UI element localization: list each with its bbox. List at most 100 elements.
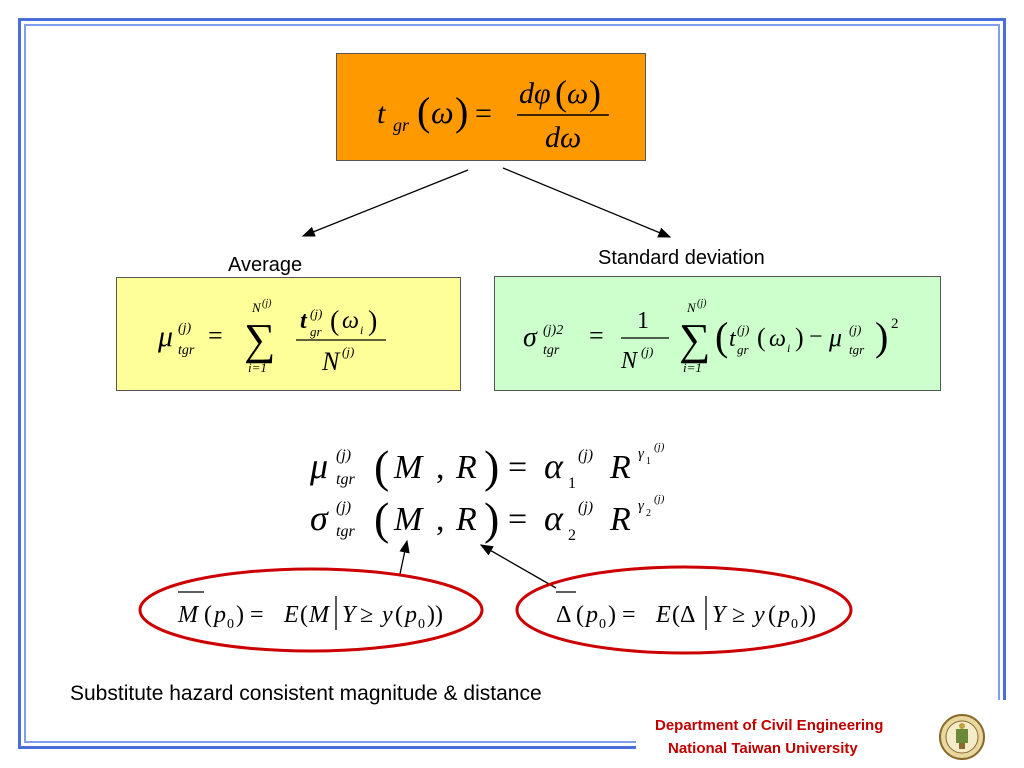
svg-text:(: ( [330,306,339,337]
svg-text:≥: ≥ [732,602,745,628]
svg-text:M: M [393,501,424,538]
std-formula: σ (j)2 tgr = 1 N (j) N (j) ∑ i=1 ( t (j)… [523,298,899,375]
svg-text:μ: μ [828,323,842,352]
arrow-to-average [301,169,469,237]
svg-text:(j): (j) [336,499,351,516]
svg-text:ω: ω [431,94,454,130]
svg-text:∑: ∑ [244,315,275,364]
svg-text:(: ( [576,602,584,628]
svg-text:α: α [544,446,564,486]
svg-text:(Δ: (Δ [672,602,695,628]
svg-text:tgr: tgr [849,342,865,357]
svg-text:p: p [584,602,598,628]
sigma-regression-equation: σ (j) tgr ( M , R ) = α 2 (j) R γ 2 (j) [310,493,665,544]
svg-text:μ: μ [157,320,173,353]
svg-text:E: E [283,602,299,628]
svg-text:tgr: tgr [543,343,560,358]
svg-text:R: R [609,501,631,538]
svg-text:2: 2 [891,316,899,332]
svg-text:μ: μ [309,446,328,486]
svg-text:0: 0 [418,617,425,632]
svg-text:(j): (j) [178,321,192,336]
svg-text:(: ( [417,89,430,134]
svg-text:(j): (j) [262,298,272,309]
svg-text:dφ: dφ [519,77,551,110]
slide-frame [18,18,1006,749]
svg-text:,: , [436,449,445,486]
svg-text:1: 1 [637,308,649,334]
svg-text:≥: ≥ [360,602,373,628]
svg-text:y: y [380,602,393,628]
svg-text:R: R [609,449,631,486]
svg-text:0: 0 [227,617,234,632]
svg-text:(j)2: (j)2 [543,323,563,338]
svg-text:(: ( [768,602,776,628]
svg-text:N: N [620,348,639,374]
svg-text:σ: σ [523,322,538,353]
svg-text:=: = [475,97,492,130]
svg-text:E: E [655,602,671,628]
svg-text:1: 1 [568,475,576,492]
svg-text:2: 2 [568,527,576,544]
magnitude-formula: M ( p 0 ) = E ( M Y ≥ y ( p 0 )) [177,591,443,632]
svg-text:=: = [208,321,223,350]
svg-text:=: = [589,321,604,350]
arrow-to-std [502,167,672,238]
svg-text:(j): (j) [578,447,593,464]
svg-text:2: 2 [646,508,651,519]
group-delay-formula: t gr ( ω ) = dφ ( ω ) dω [377,73,609,154]
svg-text:i: i [360,323,363,337]
frame-gap [636,738,936,758]
svg-text:p: p [403,602,417,628]
svg-text:dω: dω [545,121,581,154]
svg-text:∑: ∑ [679,315,710,364]
svg-text:(: ( [757,323,766,352]
svg-text:(j): (j) [641,344,653,359]
svg-text:(j): (j) [697,298,707,309]
svg-text:i=1: i=1 [683,360,702,375]
svg-text:N: N [686,300,697,315]
svg-text:Δ: Δ [556,602,571,628]
arrow-delta-to-eq [479,544,557,589]
svg-text:Y: Y [712,602,728,628]
svg-text:): ) [875,314,888,359]
svg-text:(j): (j) [849,322,861,337]
svg-text:t: t [729,326,737,352]
svg-text:y: y [752,602,765,628]
svg-text:): ) [368,306,377,337]
distance-ellipse [515,565,853,655]
svg-text:0: 0 [791,617,798,632]
svg-text:gr: gr [393,115,410,135]
svg-text:(j): (j) [578,499,593,516]
mu-regression-equation: μ (j) tgr ( M , R ) = α 1 (j) R γ 1 (j) [309,441,665,492]
svg-text:γ: γ [638,446,645,462]
svg-text:M: M [308,602,331,628]
average-label: Average [228,254,303,276]
svg-text:(: ( [204,602,212,628]
svg-text:): ) [795,323,804,352]
svg-text:R: R [455,501,477,538]
svg-text:tgr: tgr [178,343,195,358]
svg-text:,: , [436,501,445,538]
svg-text:gr: gr [310,324,323,339]
svg-text:α: α [544,498,564,538]
svg-text:ω: ω [342,308,359,334]
svg-text:(j): (j) [336,447,351,464]
mean-formula: μ (j) tgr = N (j) ∑ i=1 t (j) gr ( ω i )… [157,298,386,376]
svg-text:(: ( [555,73,567,113]
svg-text:0: 0 [599,617,606,632]
svg-text:σ: σ [310,498,329,538]
svg-text:) =: ) = [236,602,264,628]
svg-text:) =: ) = [608,602,636,628]
svg-text:(: ( [715,314,728,359]
svg-text:t: t [300,308,308,334]
svg-text:Y: Y [342,602,358,628]
svg-text:(: ( [374,493,389,544]
std-formula-box: σ (j)2 tgr = 1 N (j) N (j) ∑ i=1 ( t (j)… [494,276,941,391]
svg-text:(: ( [395,602,403,628]
svg-text:): ) [455,89,468,134]
svg-text:t: t [377,97,386,130]
svg-text:1: 1 [646,456,651,467]
distance-formula: Δ ( p 0 ) = E (Δ Y ≥ y ( p 0 )) [556,591,816,632]
